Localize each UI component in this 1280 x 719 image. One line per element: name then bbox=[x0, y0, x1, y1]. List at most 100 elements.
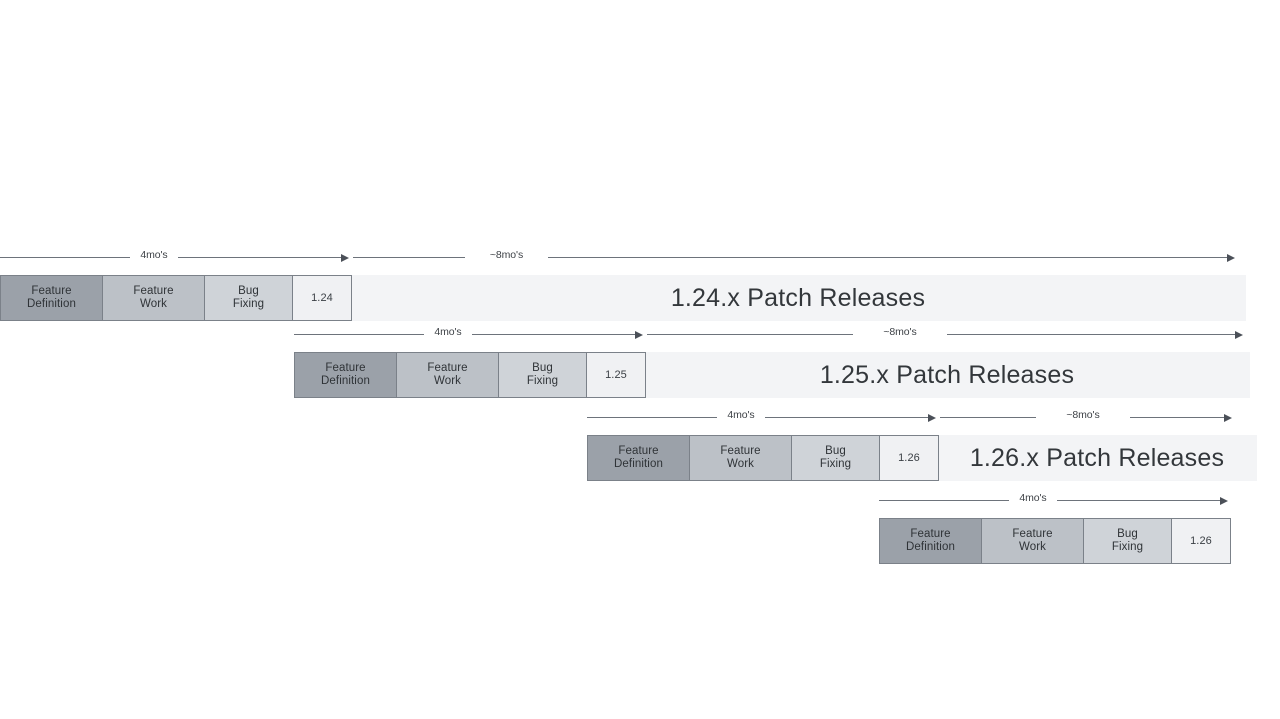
arrow-segment-left bbox=[587, 417, 717, 418]
arrow-segment-left bbox=[879, 500, 1009, 501]
phase-version-2: 1.25 bbox=[587, 353, 645, 397]
patch-release-band-2: 1.25.x Patch Releases bbox=[644, 352, 1250, 398]
phase-label-line2: Definition bbox=[614, 458, 663, 470]
arrow-segment-left bbox=[647, 334, 853, 335]
arrow-segment-left bbox=[294, 334, 424, 335]
release-row-4: 4mo's Feature Definition Feature Work Bu… bbox=[879, 492, 1231, 564]
phase-feature-definition-1: Feature Definition bbox=[1, 276, 103, 320]
phase-feature-work-3: Feature Work bbox=[690, 436, 792, 480]
release-row-1: 4mo's ~8mo's 1.24.x Patch Releases Featu… bbox=[0, 249, 1246, 321]
phase-label-line1: Feature bbox=[720, 445, 761, 457]
dev-duration-text-4: 4mo's bbox=[1019, 492, 1047, 504]
phase-version-3: 1.26 bbox=[880, 436, 938, 480]
phase-label-line2: Definition bbox=[321, 375, 370, 387]
dev-duration-text-2: 4mo's bbox=[434, 326, 462, 338]
arrow-segment-right bbox=[1057, 500, 1221, 501]
dev-duration-label-4: 4mo's bbox=[1009, 492, 1057, 504]
patch-duration-text-2: ~8mo's bbox=[883, 326, 917, 338]
patch-duration-arrow-1: ~8mo's bbox=[353, 248, 1237, 266]
arrow-segment-right bbox=[178, 257, 342, 258]
phase-label-line2: Work bbox=[1018, 541, 1047, 553]
phase-label-line1: Bug bbox=[238, 285, 259, 297]
phase-bug-fixing-4: Bug Fixing bbox=[1084, 519, 1172, 563]
phase-label-line1: Feature bbox=[427, 362, 468, 374]
phase-version-4: 1.26 bbox=[1172, 519, 1230, 563]
dev-duration-arrow-1: 4mo's bbox=[0, 248, 350, 266]
version-label-4: 1.26 bbox=[1190, 534, 1212, 547]
dev-duration-label-1: 4mo's bbox=[130, 249, 178, 261]
arrow-head-icon bbox=[635, 330, 643, 339]
phase-label-line1: Feature bbox=[618, 445, 659, 457]
phase-label-line1: Feature bbox=[325, 362, 366, 374]
patch-duration-arrow-3: ~8mo's bbox=[940, 408, 1235, 426]
arrow-segment-right bbox=[548, 257, 1229, 258]
phase-label-line2: Work bbox=[139, 298, 168, 310]
phase-label-line2: Fixing bbox=[1111, 541, 1144, 553]
arrow-head-icon bbox=[928, 413, 936, 422]
arrow-head-icon bbox=[341, 253, 349, 262]
phase-bar-1: Feature Definition Feature Work Bug Fixi… bbox=[0, 275, 352, 321]
phase-label-line2: Work bbox=[433, 375, 462, 387]
phase-label-line1: Feature bbox=[31, 285, 72, 297]
phase-label-line2: Definition bbox=[906, 541, 955, 553]
phase-bar-4: Feature Definition Feature Work Bug Fixi… bbox=[879, 518, 1231, 564]
patch-release-band-3: 1.26.x Patch Releases bbox=[937, 435, 1257, 481]
release-row-2: 4mo's ~8mo's 1.25.x Patch Releases Featu… bbox=[294, 326, 1250, 398]
patch-duration-text-1: ~8mo's bbox=[489, 249, 524, 261]
arrow-head-icon bbox=[1220, 496, 1228, 505]
phase-feature-work-2: Feature Work bbox=[397, 353, 499, 397]
patch-duration-label-2: ~8mo's bbox=[853, 326, 947, 338]
arrow-segment-left bbox=[353, 257, 465, 258]
phase-bar-2: Feature Definition Feature Work Bug Fixi… bbox=[294, 352, 646, 398]
phase-label-line2: Work bbox=[726, 458, 755, 470]
patch-duration-label-1: ~8mo's bbox=[465, 249, 548, 261]
phase-label-line2: Definition bbox=[27, 298, 76, 310]
dev-duration-label-3: 4mo's bbox=[717, 409, 765, 421]
arrow-head-icon bbox=[1227, 253, 1235, 262]
dev-duration-text-3: 4mo's bbox=[727, 409, 755, 421]
phase-feature-work-4: Feature Work bbox=[982, 519, 1084, 563]
dev-duration-arrow-3: 4mo's bbox=[587, 408, 937, 426]
arrow-segment-right bbox=[472, 334, 636, 335]
patch-release-label-2: 1.25.x Patch Releases bbox=[819, 360, 1075, 389]
version-label-3: 1.26 bbox=[898, 451, 920, 464]
release-row-3: 4mo's ~8mo's 1.26.x Patch Releases Featu… bbox=[587, 409, 1257, 481]
arrow-head-icon bbox=[1235, 330, 1243, 339]
phase-label-line1: Bug bbox=[825, 445, 846, 457]
phase-version-1: 1.24 bbox=[293, 276, 351, 320]
arrow-segment-right bbox=[765, 417, 929, 418]
patch-release-label-1: 1.24.x Patch Releases bbox=[670, 283, 926, 312]
phase-label-line1: Bug bbox=[1117, 528, 1138, 540]
dev-duration-label-2: 4mo's bbox=[424, 326, 472, 338]
phase-feature-work-1: Feature Work bbox=[103, 276, 205, 320]
phase-feature-definition-3: Feature Definition bbox=[588, 436, 690, 480]
phase-feature-definition-2: Feature Definition bbox=[295, 353, 397, 397]
phase-label-line1: Bug bbox=[532, 362, 553, 374]
phase-label-line2: Fixing bbox=[819, 458, 852, 470]
phase-feature-definition-4: Feature Definition bbox=[880, 519, 982, 563]
phase-label-line1: Feature bbox=[1012, 528, 1053, 540]
phase-bar-3: Feature Definition Feature Work Bug Fixi… bbox=[587, 435, 939, 481]
arrow-head-icon bbox=[1224, 413, 1232, 422]
phase-label-line2: Fixing bbox=[526, 375, 559, 387]
patch-duration-arrow-2: ~8mo's bbox=[647, 325, 1247, 343]
patch-duration-label-3: ~8mo's bbox=[1036, 409, 1130, 421]
patch-release-band-1: 1.24.x Patch Releases bbox=[350, 275, 1246, 321]
dev-duration-arrow-4: 4mo's bbox=[879, 491, 1229, 509]
phase-bug-fixing-2: Bug Fixing bbox=[499, 353, 587, 397]
version-label-1: 1.24 bbox=[311, 291, 333, 304]
arrow-segment-left bbox=[940, 417, 1036, 418]
arrow-segment-right bbox=[1130, 417, 1225, 418]
version-label-2: 1.25 bbox=[605, 368, 627, 381]
phase-bug-fixing-1: Bug Fixing bbox=[205, 276, 293, 320]
dev-duration-text-1: 4mo's bbox=[140, 249, 168, 261]
phase-label-line1: Feature bbox=[133, 285, 174, 297]
phase-label-line2: Fixing bbox=[232, 298, 265, 310]
patch-release-label-3: 1.26.x Patch Releases bbox=[969, 443, 1225, 472]
patch-duration-text-3: ~8mo's bbox=[1066, 409, 1100, 421]
dev-duration-arrow-2: 4mo's bbox=[294, 325, 644, 343]
arrow-segment-right bbox=[947, 334, 1236, 335]
arrow-segment-left bbox=[0, 257, 130, 258]
phase-label-line1: Feature bbox=[910, 528, 951, 540]
